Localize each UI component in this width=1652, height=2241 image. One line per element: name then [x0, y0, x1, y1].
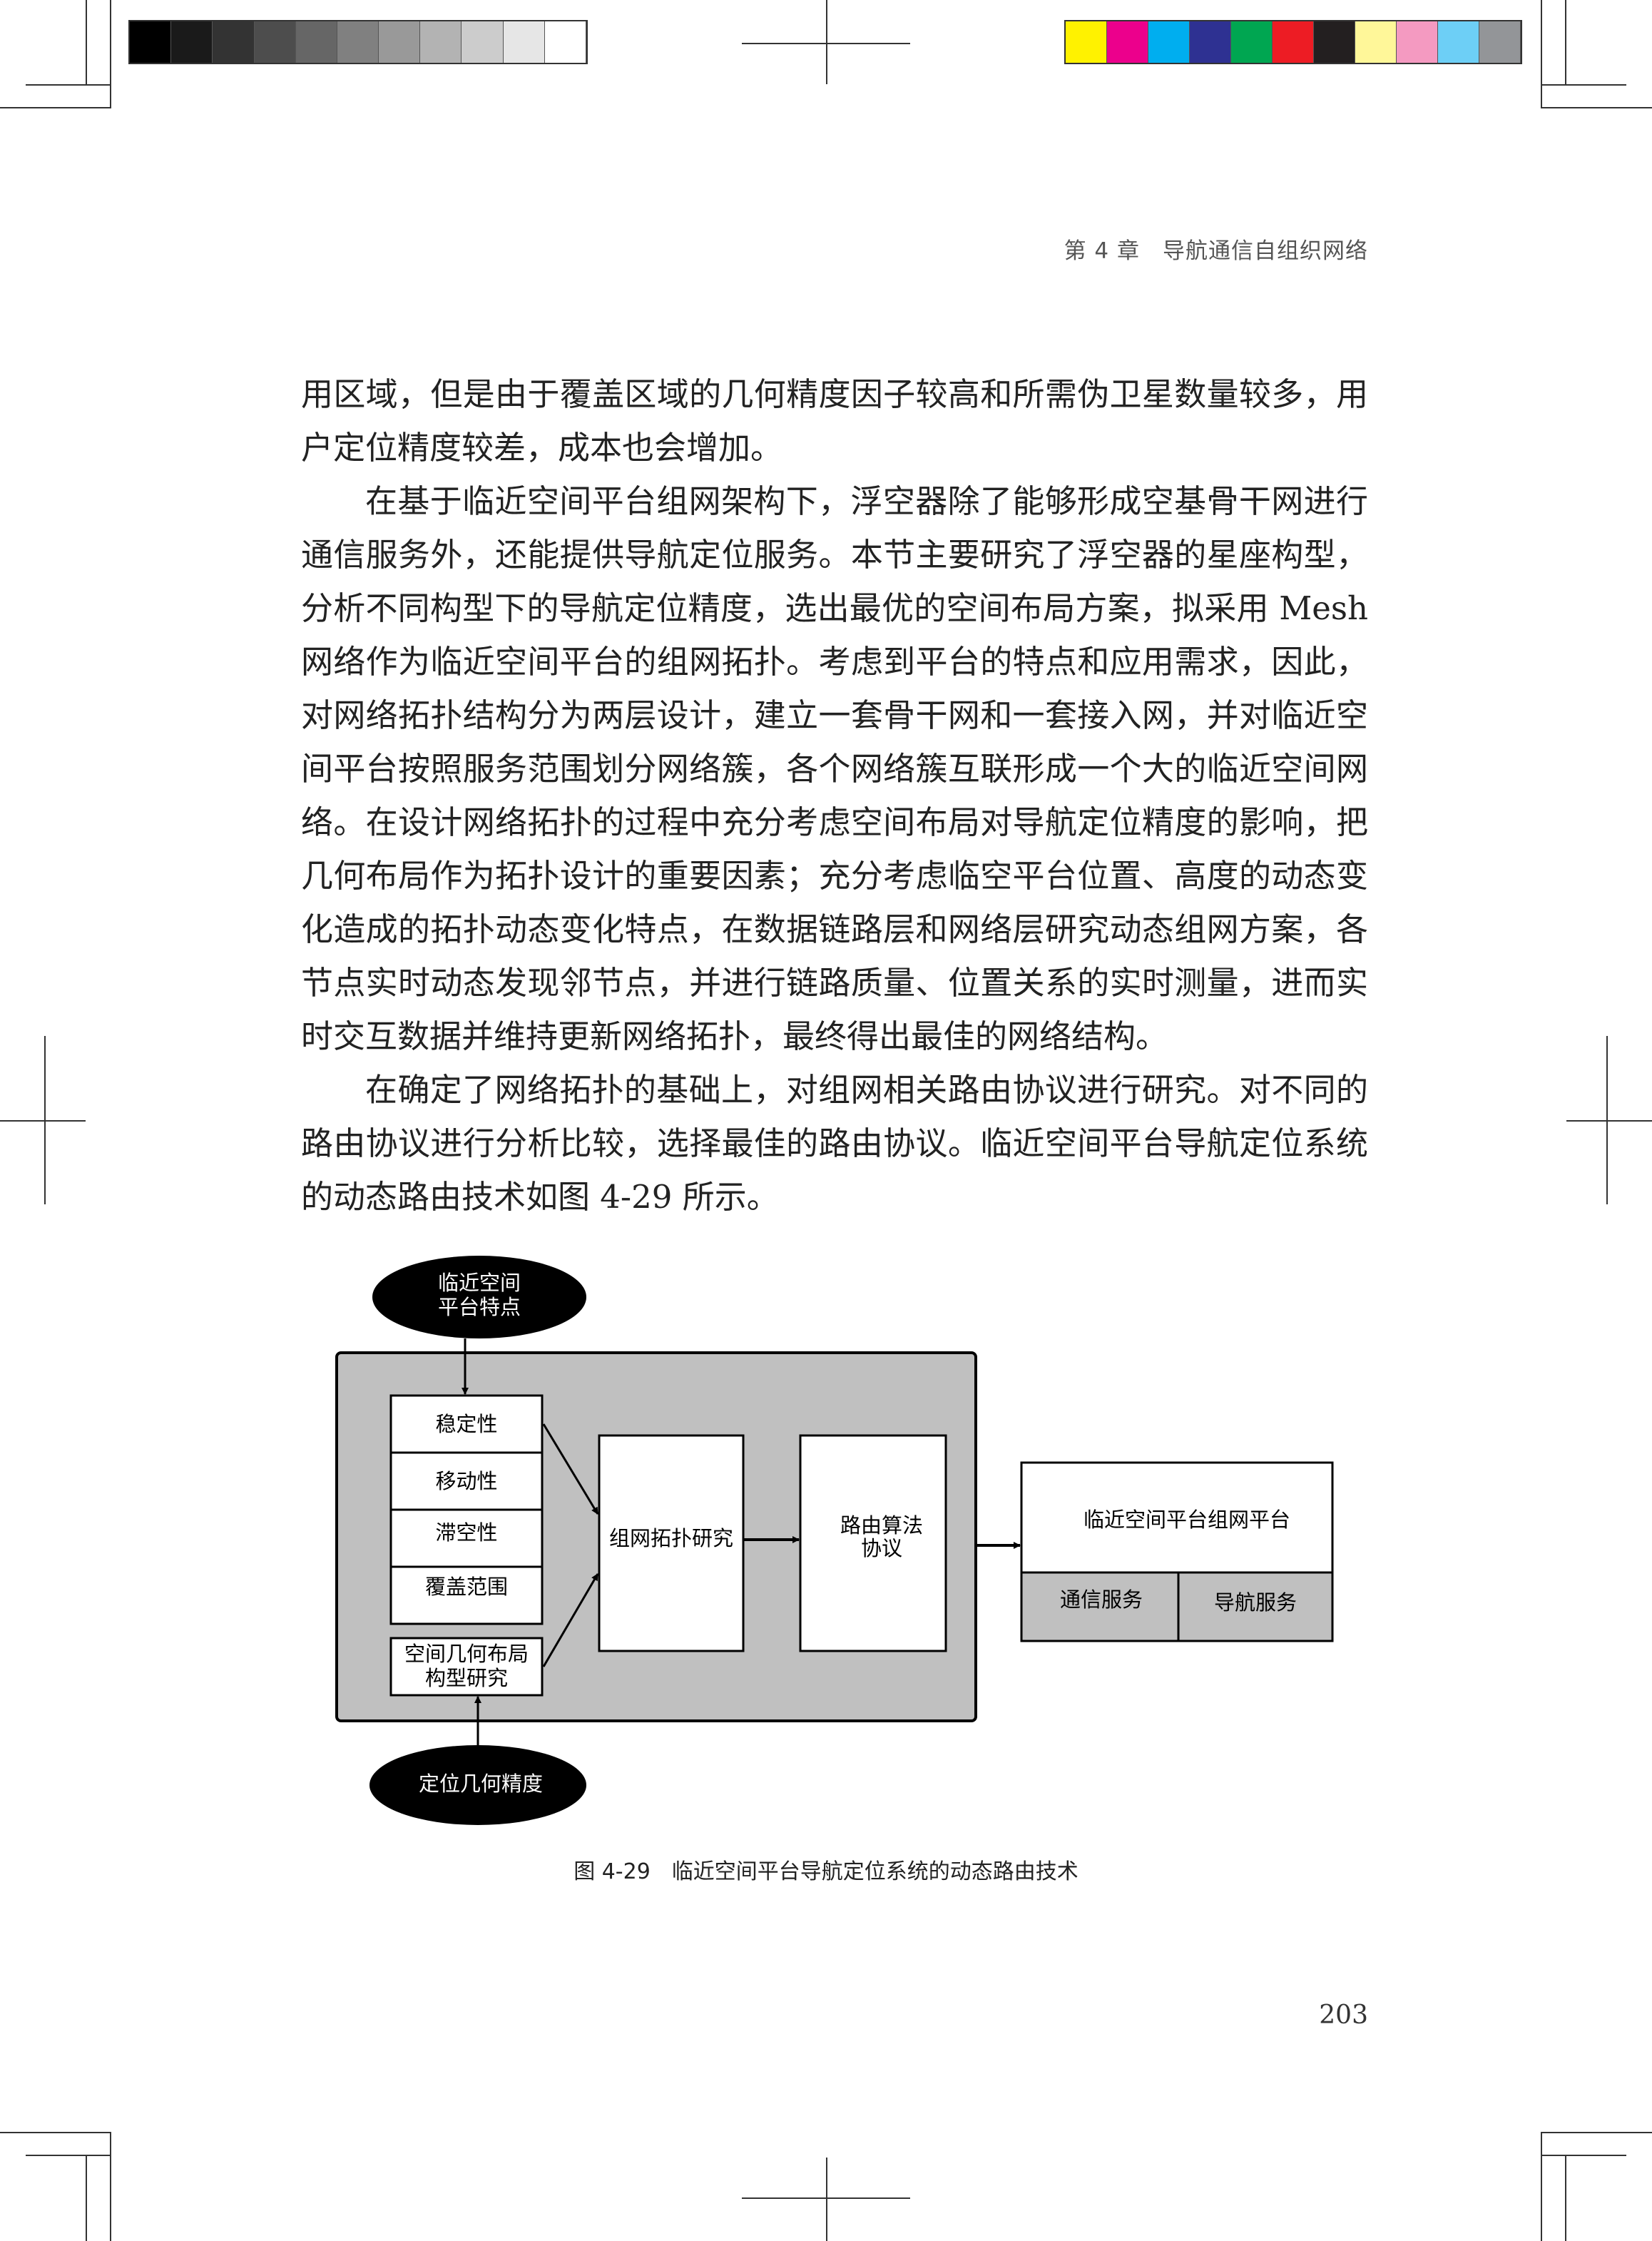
color-swatch	[1397, 21, 1438, 63]
crop-mark	[0, 107, 111, 108]
color-swatch	[1273, 21, 1314, 63]
body-text: 用区域，但是由于覆盖区域的几何精度因子较高和所需伪卫星数量较多，用户定位精度较差…	[301, 367, 1368, 1224]
ellipse-label: 临近空间	[438, 1271, 521, 1295]
crop-mark	[26, 84, 111, 86]
color-swatch	[420, 21, 462, 63]
arrow	[542, 1423, 599, 1515]
crop-mark	[1566, 1120, 1652, 1122]
crop-mark	[742, 2197, 910, 2199]
crop-mark	[110, 0, 111, 108]
platform-features-ellipse	[372, 1256, 586, 1338]
routing-label: 路由算法	[840, 1513, 923, 1538]
color-swatch	[1355, 21, 1397, 63]
color-swatch	[503, 21, 545, 63]
color-swatch	[462, 21, 504, 63]
ellipse-label: 平台特点	[438, 1295, 521, 1319]
property-label: 移动性	[435, 1469, 497, 1493]
layout-label: 构型研究	[425, 1666, 508, 1690]
color-swatch	[1107, 21, 1148, 63]
color-swatch	[1066, 21, 1107, 63]
crop-mark	[1541, 0, 1542, 108]
property-box	[389, 1565, 544, 1625]
color-swatch	[1190, 21, 1231, 63]
service-label: 导航服务	[1214, 1590, 1297, 1615]
color-swatch	[544, 21, 586, 63]
crop-mark	[0, 2132, 111, 2133]
routing-label: 协议	[861, 1536, 902, 1560]
routing-protocol-box	[799, 1434, 947, 1652]
color-swatch	[1438, 21, 1479, 63]
property-box	[389, 1508, 544, 1568]
color-swatch	[337, 21, 379, 63]
platform-title: 临近空间平台组网平台	[1084, 1508, 1290, 1532]
color-swatch	[295, 21, 337, 63]
color-swatch	[1314, 21, 1355, 63]
topology-label: 组网拓扑研究	[609, 1526, 733, 1550]
ellipse-label: 定位几何精度	[419, 1772, 543, 1796]
paragraph: 在基于临近空间平台组网架构下，浮空器除了能够形成空基骨干网进行通信服务外，还能提…	[301, 482, 1368, 1055]
property-label: 覆盖范围	[425, 1575, 508, 1599]
crop-mark	[0, 1120, 86, 1122]
crop-mark	[1541, 2132, 1542, 2241]
platform-box	[1020, 1461, 1334, 1574]
color-swatch	[1231, 21, 1273, 63]
crop-mark	[1565, 0, 1566, 86]
crop-mark	[826, 2158, 827, 2241]
paragraph: 在确定了网络拓扑的基础上，对组网相关路由协议进行研究。对不同的路由协议进行分析比…	[301, 1071, 1368, 1216]
process-color-bar	[1064, 20, 1522, 64]
running-header: 第 4 章 导航通信自组织网络	[1064, 238, 1368, 264]
crop-mark	[86, 0, 87, 86]
grayscale-color-bar	[128, 20, 588, 64]
crop-mark	[110, 2132, 111, 2241]
layout-research-box	[389, 1637, 544, 1697]
paragraph: 用区域，但是由于覆盖区域的几何精度因子较高和所需伪卫星数量较多，用户定位精度较差…	[301, 375, 1368, 467]
color-swatch	[1148, 21, 1190, 63]
crop-mark	[1541, 2155, 1626, 2156]
color-swatch	[254, 21, 296, 63]
crop-mark	[742, 43, 910, 44]
crop-mark	[1541, 2132, 1652, 2133]
crop-mark	[1541, 107, 1652, 108]
topology-research-box	[598, 1434, 745, 1652]
color-swatch	[171, 21, 213, 63]
color-swatch	[1479, 21, 1521, 63]
property-label: 滞空性	[435, 1520, 497, 1545]
crop-mark	[86, 2155, 87, 2241]
service-label: 通信服务	[1060, 1587, 1143, 1612]
property-label: 稳定性	[435, 1412, 497, 1436]
figure-caption: 图 4-29 临近空间平台导航定位系统的动态路由技术	[573, 1859, 1079, 1884]
crop-mark	[1565, 2155, 1566, 2241]
nav-service-box	[1177, 1571, 1334, 1642]
crop-mark	[26, 2155, 111, 2156]
color-swatch	[213, 21, 255, 63]
positioning-precision-ellipse	[369, 1745, 586, 1825]
color-swatch	[379, 21, 421, 63]
crop-mark	[1541, 84, 1626, 86]
crop-mark	[826, 0, 827, 84]
page-number: 203	[1319, 2001, 1368, 2030]
arrow	[542, 1573, 599, 1667]
property-box	[389, 1451, 544, 1511]
color-swatch	[130, 21, 172, 63]
layout-label: 空间几何布局	[404, 1642, 529, 1666]
